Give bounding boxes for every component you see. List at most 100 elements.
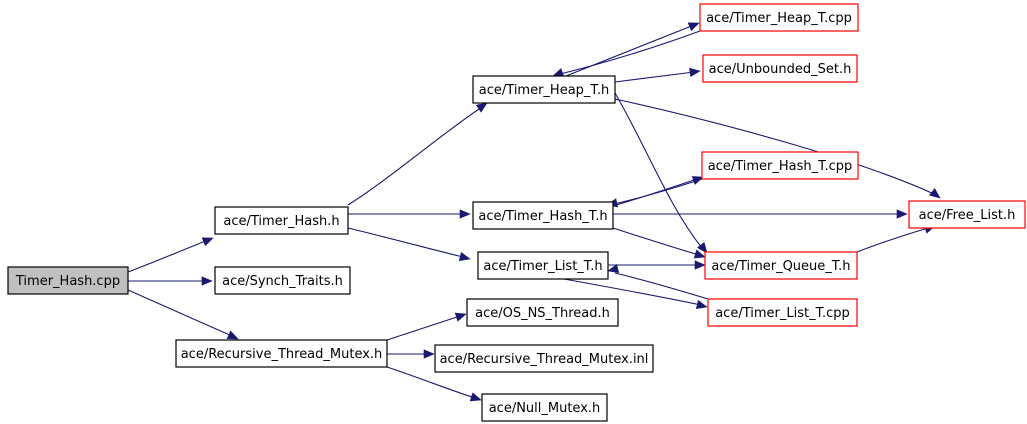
edge-timer_list_t_h-to-timer_list_t_cpp [563, 278, 708, 310]
edge-arrowhead [459, 209, 471, 219]
node-box[interactable] [214, 206, 349, 235]
node-label: ace/Timer_Hash_T.h [478, 209, 607, 224]
edge-line [614, 98, 935, 195]
edge-line [614, 92, 703, 249]
edge-timer_hash_t_h-to-timer_queue_t_h [612, 227, 706, 259]
edge-timer_heap_t_h-to-timer_heap_t_cpp [565, 22, 700, 77]
node-box[interactable] [701, 151, 859, 180]
edge-arrowhead [896, 209, 908, 219]
edge-arrowhead [226, 330, 239, 340]
edge-timer_list_t_h-to-timer_queue_t_h [608, 260, 706, 270]
edge-recursive_thread_mutex_h-to-recursive_thread_mutex_inl [387, 349, 435, 359]
node-timer_hash_h[interactable]: ace/Timer_Hash.h [214, 206, 349, 235]
node-label: ace/Synch_Traits.h [222, 274, 343, 289]
edge-line [127, 239, 209, 273]
edge-line [559, 30, 701, 75]
node-layer: Timer_Hash.cpp ace/Timer_Hash.h ace/Synch_… [7, 3, 1026, 422]
node-free_list_h[interactable]: ace/Free_List.h [908, 200, 1026, 229]
node-box[interactable] [7, 266, 129, 295]
edge-arrowhead [696, 242, 708, 254]
node-label: ace/Recursive_Thread_Mutex.inl [440, 352, 649, 367]
node-timer_heap_t_cpp[interactable]: ace/Timer_Heap_T.cpp [699, 3, 859, 32]
node-label: ace/Unbounded_Set.h [709, 62, 852, 77]
edge-arrowhead [475, 102, 488, 113]
edge-line [612, 227, 700, 256]
node-recursive_thread_mutex_inl[interactable]: ace/Recursive_Thread_Mutex.inl [434, 344, 654, 373]
node-label: ace/Timer_Hash.h [223, 214, 339, 229]
node-timer_hash_t_h[interactable]: ace/Timer_Hash_T.h [472, 201, 614, 230]
edge-line [565, 24, 695, 77]
node-timer_hash_cpp[interactable]: Timer_Hash.cpp [7, 266, 129, 295]
node-label: ace/Null_Mutex.h [489, 401, 601, 416]
edge-arrowhead [695, 299, 708, 310]
node-timer_heap_t_h[interactable]: ace/Timer_Heap_T.h [472, 75, 616, 104]
edge-timer_heap_t_h-to-free_list_h [614, 98, 941, 199]
node-box[interactable] [707, 298, 858, 327]
edge-timer_list_t_cpp-to-timer_list_t_h [607, 263, 709, 300]
edge-line [563, 278, 702, 306]
edge-timer_hash_t_cpp-to-timer_hash_t_h [606, 178, 703, 208]
edge-arrowhead [607, 263, 620, 274]
edge-timer_hash_cpp-to-recursive_thread_mutex_h [127, 289, 239, 340]
node-timer_queue_t_h[interactable]: ace/Timer_Queue_T.h [704, 251, 858, 280]
edge-line [614, 272, 709, 300]
edge-line [856, 227, 929, 253]
node-box[interactable] [466, 298, 619, 327]
edge-arrowhead [693, 249, 706, 259]
node-recursive_thread_mutex_h[interactable]: ace/Recursive_Thread_Mutex.h [175, 339, 388, 368]
node-synch_traits_h[interactable]: ace/Synch_Traits.h [214, 266, 351, 295]
edge-arrowhead [201, 276, 213, 286]
edge-arrowhead [458, 251, 471, 262]
node-box[interactable] [472, 201, 614, 230]
node-timer_list_t_h[interactable]: ace/Timer_List_T.h [477, 251, 609, 280]
node-box[interactable] [481, 393, 608, 422]
node-null_mutex_h[interactable]: ace/Null_Mutex.h [481, 393, 608, 422]
node-box[interactable] [477, 251, 609, 280]
node-timer_hash_t_cpp[interactable]: ace/Timer_Hash_T.cpp [701, 151, 859, 180]
node-label: ace/Timer_Heap_T.cpp [706, 11, 852, 26]
node-box[interactable] [434, 344, 654, 373]
node-os_ns_thread_h[interactable]: ace/OS_NS_Thread.h [466, 298, 619, 327]
node-timer_list_t_cpp[interactable]: ace/Timer_List_T.cpp [707, 298, 858, 327]
node-box[interactable] [704, 251, 858, 280]
node-unbounded_set_h[interactable]: ace/Unbounded_Set.h [702, 54, 858, 83]
edge-recursive_thread_mutex_h-to-os_ns_thread_h [386, 312, 467, 341]
edge-line [347, 106, 483, 206]
edge-arrowhead [689, 67, 701, 78]
edge-line [347, 227, 464, 258]
edge-arrowhead [929, 187, 941, 199]
edge-line [614, 71, 695, 83]
edge-timer_heap_t_h-to-timer_queue_t_h [614, 92, 708, 254]
node-box[interactable] [908, 200, 1026, 229]
edge-arrowhead [423, 349, 435, 359]
edge-timer_heap_t_h-to-unbounded_set_h [614, 67, 701, 83]
node-box[interactable] [472, 75, 616, 104]
node-box[interactable] [702, 54, 858, 83]
edge-recursive_thread_mutex_h-to-null_mutex_h [386, 366, 482, 402]
node-label: ace/Timer_Hash_T.cpp [708, 159, 853, 174]
edge-arrowhead [201, 237, 214, 247]
node-label: ace/Timer_Heap_T.h [479, 83, 609, 98]
node-label: ace/Timer_Queue_T.h [711, 259, 850, 274]
edge-timer_hash_cpp-to-synch_traits_h [128, 276, 213, 286]
edge-arrowhead [694, 260, 706, 270]
edge-timer_hash_cpp-to-timer_hash_h [127, 237, 214, 273]
edge-arrowhead [454, 312, 467, 322]
edge-arrowhead [687, 22, 700, 32]
node-label: ace/OS_NS_Thread.h [475, 306, 610, 321]
edge-timer_hash_t_h-to-free_list_h [613, 209, 908, 219]
node-label: ace/Free_List.h [919, 208, 1016, 223]
node-label: ace/Timer_List_T.h [483, 259, 602, 274]
node-box[interactable] [214, 266, 351, 295]
edge-timer_hash_h-to-timer_heap_t_h [347, 102, 488, 206]
node-label: ace/Recursive_Thread_Mutex.h [181, 347, 383, 362]
edge-line [127, 289, 233, 337]
node-box[interactable] [175, 339, 388, 368]
edge-layer [127, 22, 941, 402]
node-box[interactable] [699, 3, 859, 32]
edge-timer_hash_h-to-timer_list_t_h [347, 227, 471, 262]
edge-line [612, 178, 698, 207]
edge-arrowhead [469, 392, 482, 402]
